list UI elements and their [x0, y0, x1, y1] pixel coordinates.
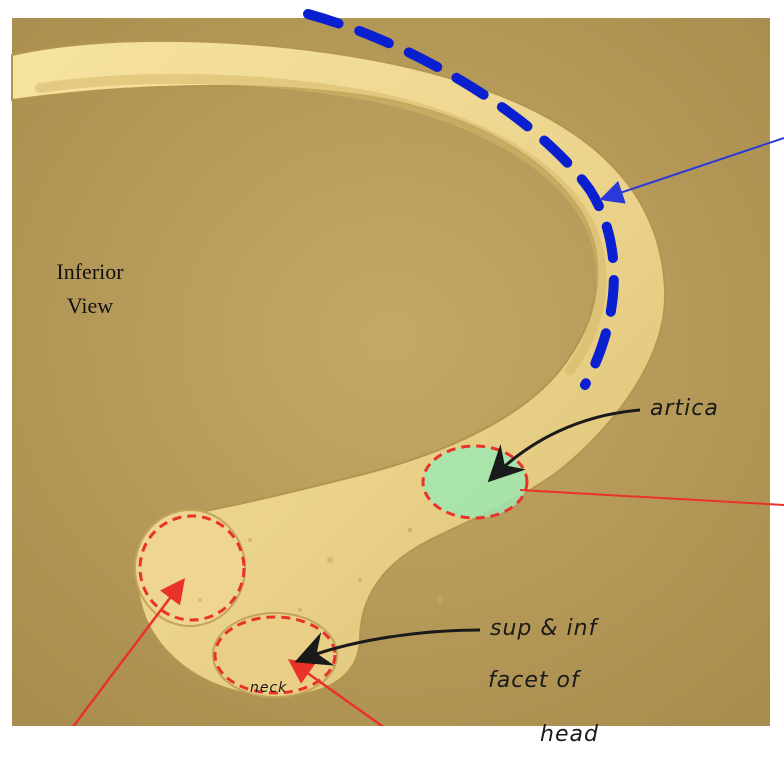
- handwritten-neck-mark: neck: [250, 680, 288, 696]
- head-lower-facet-circle: [213, 615, 337, 695]
- view-label: Inferior View: [30, 255, 150, 323]
- tubercle-dashed-outline: [421, 444, 529, 520]
- handwritten-facet-line1: sup & inf: [490, 616, 598, 641]
- handwritten-articular: artica: [650, 396, 719, 421]
- groove-pointer-arrow: [599, 137, 784, 204]
- caption-area: [0, 726, 784, 760]
- handwritten-facet-line2: facet of: [488, 668, 580, 693]
- costal-groove-dashed-line: [303, 9, 619, 390]
- head-facet-circle: [138, 514, 246, 622]
- photo-background: [12, 18, 770, 726]
- articular-arrow: [487, 408, 641, 483]
- view-label-line2: View: [66, 293, 114, 318]
- rib-head: [134, 509, 246, 627]
- facet-arrow: [294, 628, 481, 666]
- view-label-line1: Inferior: [56, 259, 124, 284]
- tubercle-red-leader: [519, 489, 784, 506]
- rib-shaft-shading: [35, 73, 607, 375]
- handwritten-facet-line3: head: [540, 722, 599, 747]
